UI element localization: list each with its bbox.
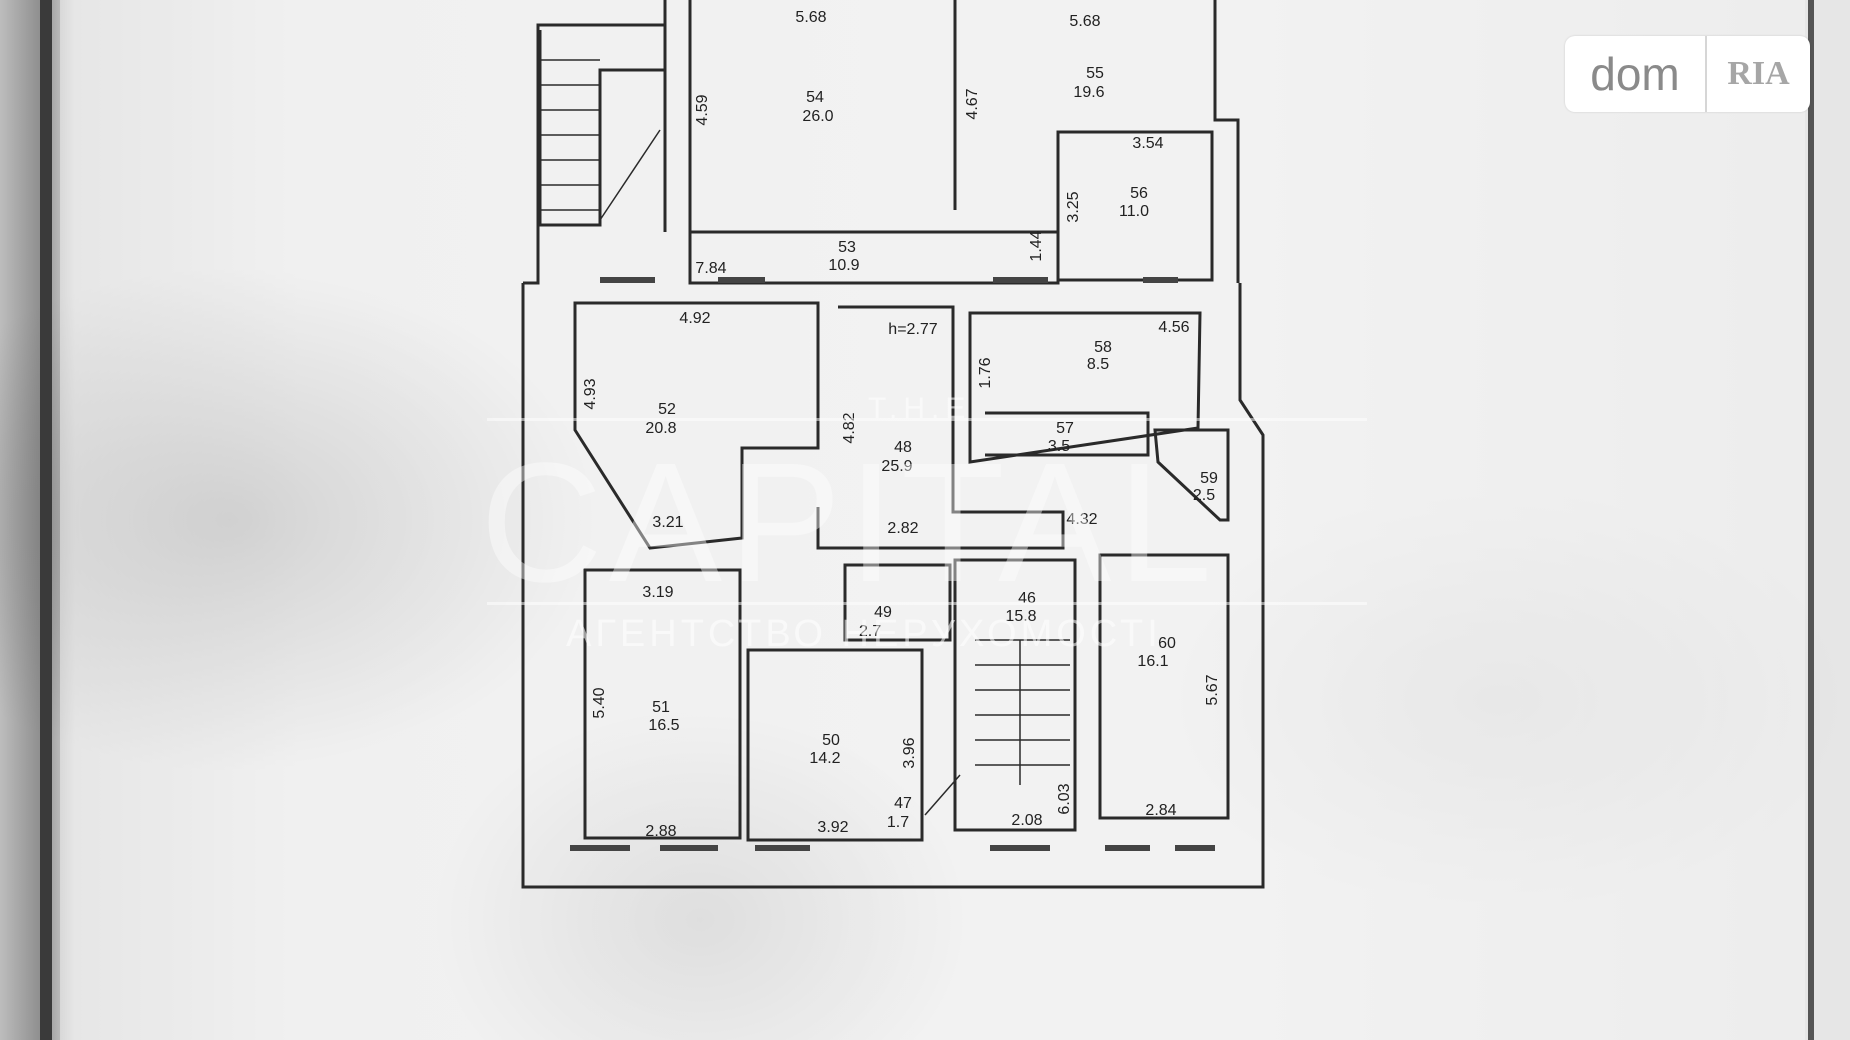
dim-label: 2.08 (1011, 812, 1042, 829)
room-num-57: 57 (1056, 420, 1074, 437)
east-wall-top (1213, 0, 1240, 283)
dim-label: 2.88 (645, 823, 676, 840)
room-num-59: 59 (1200, 470, 1218, 487)
dim-label: 2.84 (1145, 802, 1176, 819)
room-area-53: 10.9 (828, 257, 859, 274)
room-num-50: 50 (822, 732, 840, 749)
room-num-47: 47 (894, 795, 912, 812)
watermark-line-bottom (487, 602, 1367, 605)
paper-edge-left (40, 0, 52, 1040)
wall-room-59 (1153, 428, 1230, 522)
room-num-54: 54 (806, 89, 824, 106)
wall-room-57 (985, 411, 1150, 457)
wall-room-49 (843, 563, 952, 642)
dim-label: 4.59 (694, 94, 711, 125)
dim-label: 2.82 (887, 520, 918, 537)
room-num-56: 56 (1130, 185, 1148, 202)
room-area-60: 16.1 (1137, 653, 1168, 670)
wall-room-46 (953, 558, 1077, 832)
dim-label: 5.68 (1069, 13, 1100, 30)
room-area-51: 16.5 (648, 717, 679, 734)
paper-sheet (60, 0, 1805, 1040)
domria-logo[interactable]: dom RIA (1565, 36, 1810, 112)
dim-label: 3.54 (1132, 135, 1163, 152)
dim-label: 5.67 (1204, 674, 1221, 705)
dim-label: 4.56 (1158, 319, 1189, 336)
room-labels: 54 26.0 55 19.6 56 11.0 53 10.9 52 20.8 … (645, 65, 1218, 831)
wall-room-52 (573, 301, 820, 550)
logo-ria-text: RIA (1727, 55, 1790, 92)
room-area-54: 26.0 (802, 108, 833, 125)
dim-label: 6.03 (1056, 783, 1073, 814)
paper-edge-right (1808, 0, 1814, 1040)
logo-divider (1705, 36, 1707, 112)
dim-label: 3.21 (652, 514, 683, 531)
dim-label: 1.76 (977, 357, 994, 388)
room-num-53: 53 (838, 239, 856, 256)
outer-wall (521, 283, 1265, 889)
dim-label: 3.96 (901, 737, 918, 768)
room-area-52: 20.8 (645, 420, 676, 437)
dim-label: 4.92 (679, 310, 710, 327)
room-area-55: 19.6 (1073, 84, 1104, 101)
room-area-47: 1.7 (887, 814, 909, 831)
wall-room-58 (968, 311, 1202, 464)
wall-room-56 (1056, 130, 1214, 282)
room-num-60: 60 (1158, 635, 1176, 652)
room-num-48: 48 (894, 439, 912, 456)
room-num-58: 58 (1094, 339, 1112, 356)
room-num-49: 49 (874, 604, 892, 621)
wall-room-60 (1098, 553, 1230, 820)
dim-label: 4.93 (582, 378, 599, 409)
room-area-57: 3.5 (1048, 438, 1070, 455)
dim-label: 5.40 (591, 687, 608, 718)
watermark-line-top (487, 418, 1367, 421)
dim-label: 1.44 (1028, 230, 1045, 261)
room-num-55: 55 (1086, 65, 1104, 82)
dim-label: 4.67 (964, 88, 981, 119)
dim-label: 5.68 (795, 9, 826, 26)
room-area-50: 14.2 (809, 750, 840, 767)
room-num-51: 51 (652, 699, 670, 716)
wall-corridor-53 (688, 232, 1060, 285)
wall-room-51 (583, 568, 742, 840)
room-area-48: 25.9 (881, 458, 912, 475)
room-area-56: 11.0 (1119, 203, 1149, 220)
room-area-46: 15.8 (1005, 608, 1036, 625)
dim-label: 3.92 (817, 819, 848, 836)
watermark-main: CAPITAL (480, 428, 1218, 618)
dim-label: 4.32 (1066, 511, 1097, 528)
watermark-sub: АГЕНТСТВО НЕРУХОМОСТІ (566, 613, 1162, 655)
dimension-labels: 5.68 5.68 4.59 4.67 3.54 3.25 7.84 1.44 … (582, 9, 1221, 840)
ceiling-height-label: h=2.77 (888, 321, 937, 338)
dim-label: 3.25 (1065, 191, 1082, 222)
wall-room-48 (816, 305, 1065, 550)
wall-room-50 (746, 648, 924, 842)
room-area-59: 2.5 (1193, 487, 1215, 504)
logo-dom-text: dom (1590, 48, 1680, 100)
room-area-58: 8.5 (1087, 356, 1109, 373)
dim-label: 3.19 (642, 584, 673, 601)
dim-label: 7.84 (695, 260, 726, 277)
room-area-49: 2.7 (859, 623, 881, 640)
room-num-52: 52 (658, 401, 676, 418)
